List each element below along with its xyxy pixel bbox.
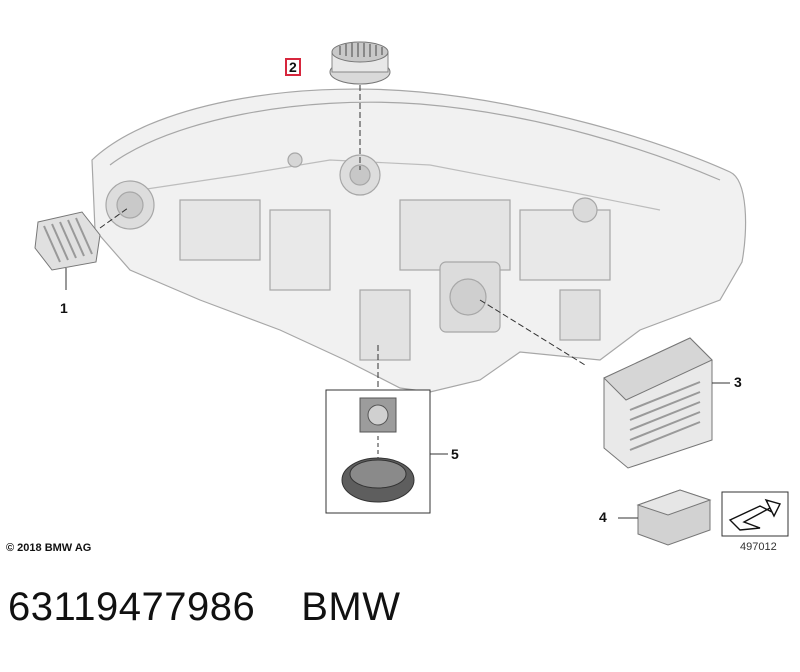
callout-4: 4 xyxy=(599,509,607,525)
part-footer: 63119477986 BMW xyxy=(8,585,447,630)
part-1-led-module xyxy=(34,211,101,290)
callout-2: 2 xyxy=(285,58,301,76)
headlight-housing xyxy=(91,88,747,393)
brand-name: BMW xyxy=(301,585,401,629)
diagram-arrow-icon xyxy=(721,491,789,537)
leader-lines xyxy=(99,85,586,390)
part-4-box xyxy=(618,489,712,546)
callout-1: 1 xyxy=(60,300,68,316)
callout-3: 3 xyxy=(734,374,742,390)
part-5-group xyxy=(325,389,448,514)
part-2-led-module xyxy=(329,41,391,85)
part-3-control-unit xyxy=(603,337,730,469)
part-number: 63119477986 xyxy=(8,585,256,629)
callout-5: 5 xyxy=(451,446,459,462)
diagram-number: 497012 xyxy=(740,541,777,553)
copyright-notice: © 2018 BMW AG xyxy=(6,542,92,554)
